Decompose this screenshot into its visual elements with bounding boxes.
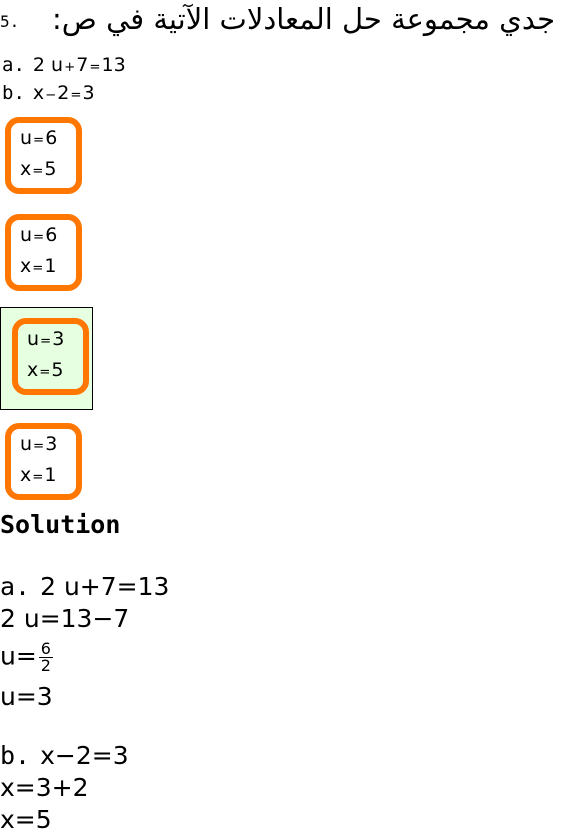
solution-a-fraction-lhs: u=	[0, 641, 37, 671]
option-4-u: u=3	[20, 433, 58, 455]
equation-a-var: u	[51, 54, 64, 76]
equation-b-label: b.	[2, 82, 25, 104]
selected-option-highlight: u=3 x=5	[0, 307, 93, 410]
solution-b-label: b.	[0, 741, 31, 770]
option-2-u: u=6	[20, 224, 58, 246]
equation-a-coef: 2	[32, 54, 45, 76]
solution-a-line-1: a. 2 u+7=13	[0, 572, 169, 601]
equation-b: b. x−2=3	[2, 82, 95, 104]
equation-a-const: 7	[76, 54, 89, 76]
answer-option-1[interactable]: u=6 x=5	[5, 117, 82, 194]
option-2-x: x=1	[20, 255, 57, 277]
equation-b-var: x	[32, 82, 45, 104]
option-4-x: x=1	[20, 464, 57, 486]
solution-b-line-1: b. x−2=3	[0, 741, 129, 770]
question-number: 5.	[0, 12, 20, 31]
solution-a-label: a.	[0, 572, 31, 601]
answer-option-4[interactable]: u=3 x=1	[5, 423, 82, 500]
solution-b-line-2: x=3+2	[0, 773, 89, 802]
solution-a-result: u=3	[0, 682, 53, 711]
option-1-x: x=5	[20, 158, 57, 180]
solution-b-line-3: x=5	[0, 805, 52, 834]
option-3-x: x=5	[27, 359, 64, 381]
question-text: جدي مجموعة حل المعادلات الآتية في ص:	[52, 2, 555, 36]
fraction-denominator: 2	[40, 656, 51, 675]
solution-title: Solution	[0, 510, 121, 539]
solution-a-line-2: 2 u=13−7	[0, 604, 130, 633]
answer-option-2[interactable]: u=6 x=1	[5, 214, 82, 291]
equation-b-op: −	[45, 88, 57, 103]
equation-b-rhs: 3	[82, 82, 95, 104]
equation-b-equals: =	[70, 88, 82, 103]
equation-a-op: +	[64, 60, 76, 75]
equation-b-const: 2	[57, 82, 70, 104]
solution-a-step-1: 2 u+7=13	[40, 572, 170, 601]
equation-a-equals: =	[89, 60, 101, 75]
option-1-u: u=6	[20, 127, 58, 149]
equation-a-label: a.	[2, 54, 25, 76]
equation-a: a. 2 u+7=13	[2, 54, 126, 76]
fraction-numerator: 6	[38, 639, 53, 658]
solution-b-step-1: x−2=3	[40, 741, 129, 770]
answer-option-3[interactable]: u=3 x=5	[12, 318, 89, 395]
equation-a-rhs: 13	[101, 54, 126, 76]
option-3-u: u=3	[27, 328, 65, 350]
